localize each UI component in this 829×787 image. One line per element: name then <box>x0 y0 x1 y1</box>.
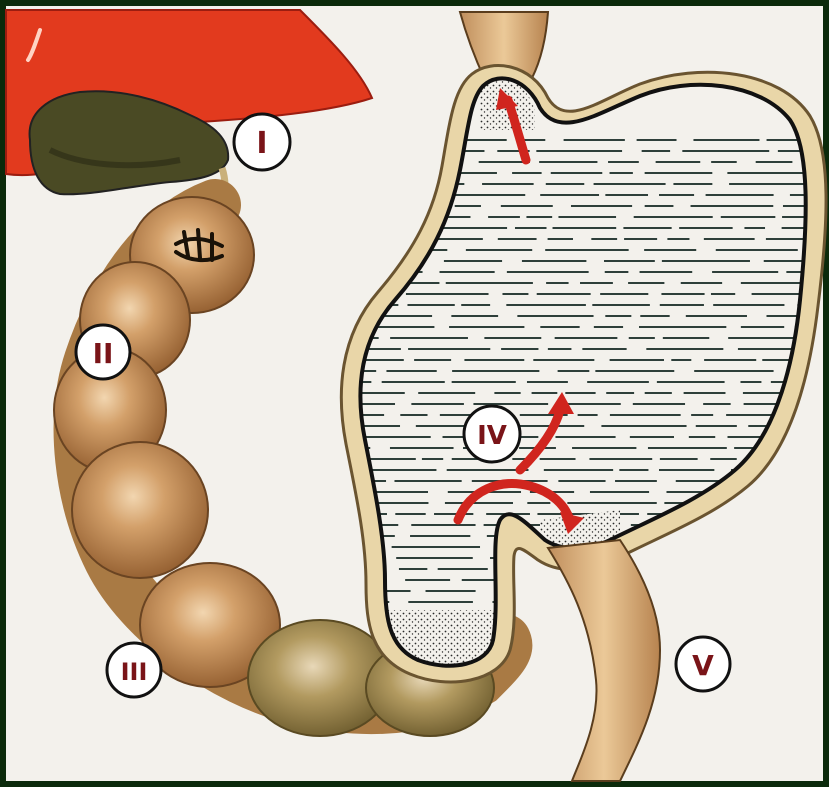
intestine-lobe <box>72 442 208 578</box>
label-text: V <box>692 649 714 682</box>
label-v: V <box>676 637 730 691</box>
label-text: I <box>256 126 267 161</box>
label-ii: II <box>76 325 130 379</box>
label-iv: IV <box>464 406 520 462</box>
label-text: IV <box>477 421 507 451</box>
label-text: III <box>121 658 148 686</box>
label-iii: III <box>107 643 161 697</box>
label-text: II <box>93 337 114 370</box>
label-i: I <box>234 114 290 170</box>
